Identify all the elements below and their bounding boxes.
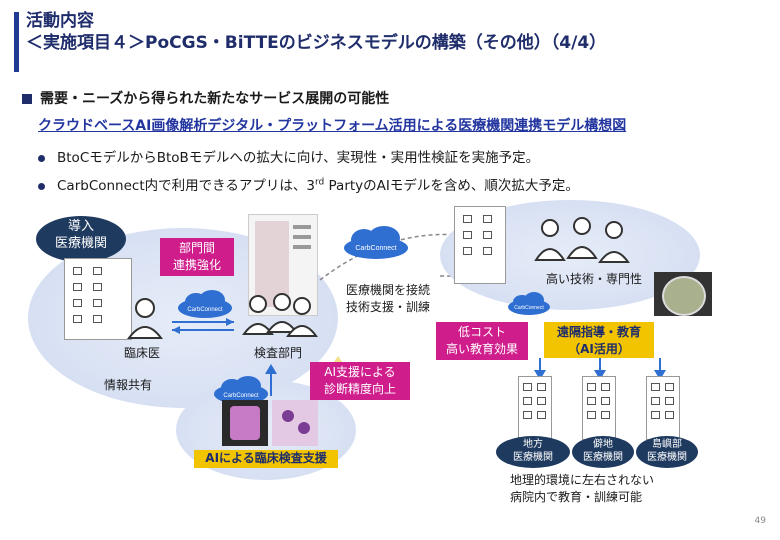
page-number: 49 [754,516,766,526]
square-bullet-icon [22,94,32,104]
regional-building-3 [646,376,680,440]
expert-building-icon [454,206,506,284]
up-arrow-icon [265,364,277,396]
analysis-screenshot-thumbnail [248,214,318,316]
expert-label: 高い技術・専門性 [546,272,643,286]
regional-building-2 [582,376,616,440]
low-cost-box: 低コスト 高い教育効果 [436,322,528,360]
cloud-icon: CarbConnect [178,290,232,318]
bullet-text-tail: PartyのAIモデルを含め、順次拡大予定。 [324,178,579,194]
collab-box: 部門間 連携強化 [160,238,234,276]
section-heading: 需要・ニーズから得られた新たなサービス展開の可能性 [22,88,389,108]
section-heading-text: 需要・ニーズから得られた新たなサービス展開の可能性 [40,91,390,107]
cloud-label: CarbConnect [355,245,396,252]
bullet-item-1: BtoCモデルからBtoBモデルへの拡大に向け、実現性・実用性検証を実施予定。 [38,146,539,166]
cloud-label: CarbConnect [514,305,544,311]
cloud-label: CarbConnect [187,307,223,313]
clinician-label: 臨床医 [124,346,161,360]
center-cloud-icon: CarbConnect [344,226,408,259]
cloud-label: CarbConnect [223,393,259,399]
cloud-icon: CarbConnect [214,376,268,404]
ai-support-box: AI支援による 診断精度向上 [310,362,410,400]
subheading: クラウドベースAI画像解析デジタル・プラットフォーム活用による医療機関連携モデル… [38,118,627,134]
regional-oval-2: 僻地 医療機関 [572,436,634,468]
bullet-dot-icon [38,182,45,190]
cloud-icon: CarbConnect [508,292,550,315]
bullet-text: BtoCモデルからBtoBモデルへの拡大に向け、実現性・実用性検証を実施予定。 [57,150,540,166]
bullet-text: CarbConnect内で利用できるアプリは、3 [57,178,315,194]
lab-staff-icon [242,293,318,337]
lab-label: 検査部門 [254,346,303,360]
petri-dish-image [654,272,712,316]
ai-exam-box: AIによる臨床検査支援 [194,450,338,468]
down-arrows [534,358,666,380]
bidirectional-arrow-icon [172,318,234,334]
intro-hospital-oval: 導入 医療機関 [36,216,126,262]
info-share-label: 情報共有 [104,378,153,392]
page-title: 活動内容 ＜実施項目４＞PoCGS・BiTTEのビジネスモデルの構築（その他）（… [26,10,606,54]
bullet-superscript: rd [314,177,325,188]
regional-oval-1: 地方 医療機関 [496,436,570,468]
expert-staff-icon [534,217,630,263]
specimen-image-1 [222,400,268,446]
regional-oval-3: 島嶼部 医療機関 [636,436,698,468]
title-accent-bar [14,12,19,72]
title-line-2: ＜実施項目４＞PoCGS・BiTTEのビジネスモデルの構築（その他）（4/4） [26,33,607,53]
hospital-building-icon [64,258,132,340]
bullet-dot-icon [38,154,45,162]
bullet-item-2: CarbConnect内で利用できるアプリは、3rd PartyのAIモデルを含… [38,174,579,194]
title-line-1: 活動内容 [26,11,94,31]
bottom-note: 地理的環境に左右されない 病院内で教育・訓練可能 [510,473,655,504]
regional-building-1 [518,376,552,440]
clinician-icon [127,298,163,339]
remote-box: 遠隔指導・教育 （AI活用） [544,322,654,358]
specimen-image-2 [272,400,318,446]
connect-text: 医療機関を接続 技術支援・訓練 [346,283,431,314]
